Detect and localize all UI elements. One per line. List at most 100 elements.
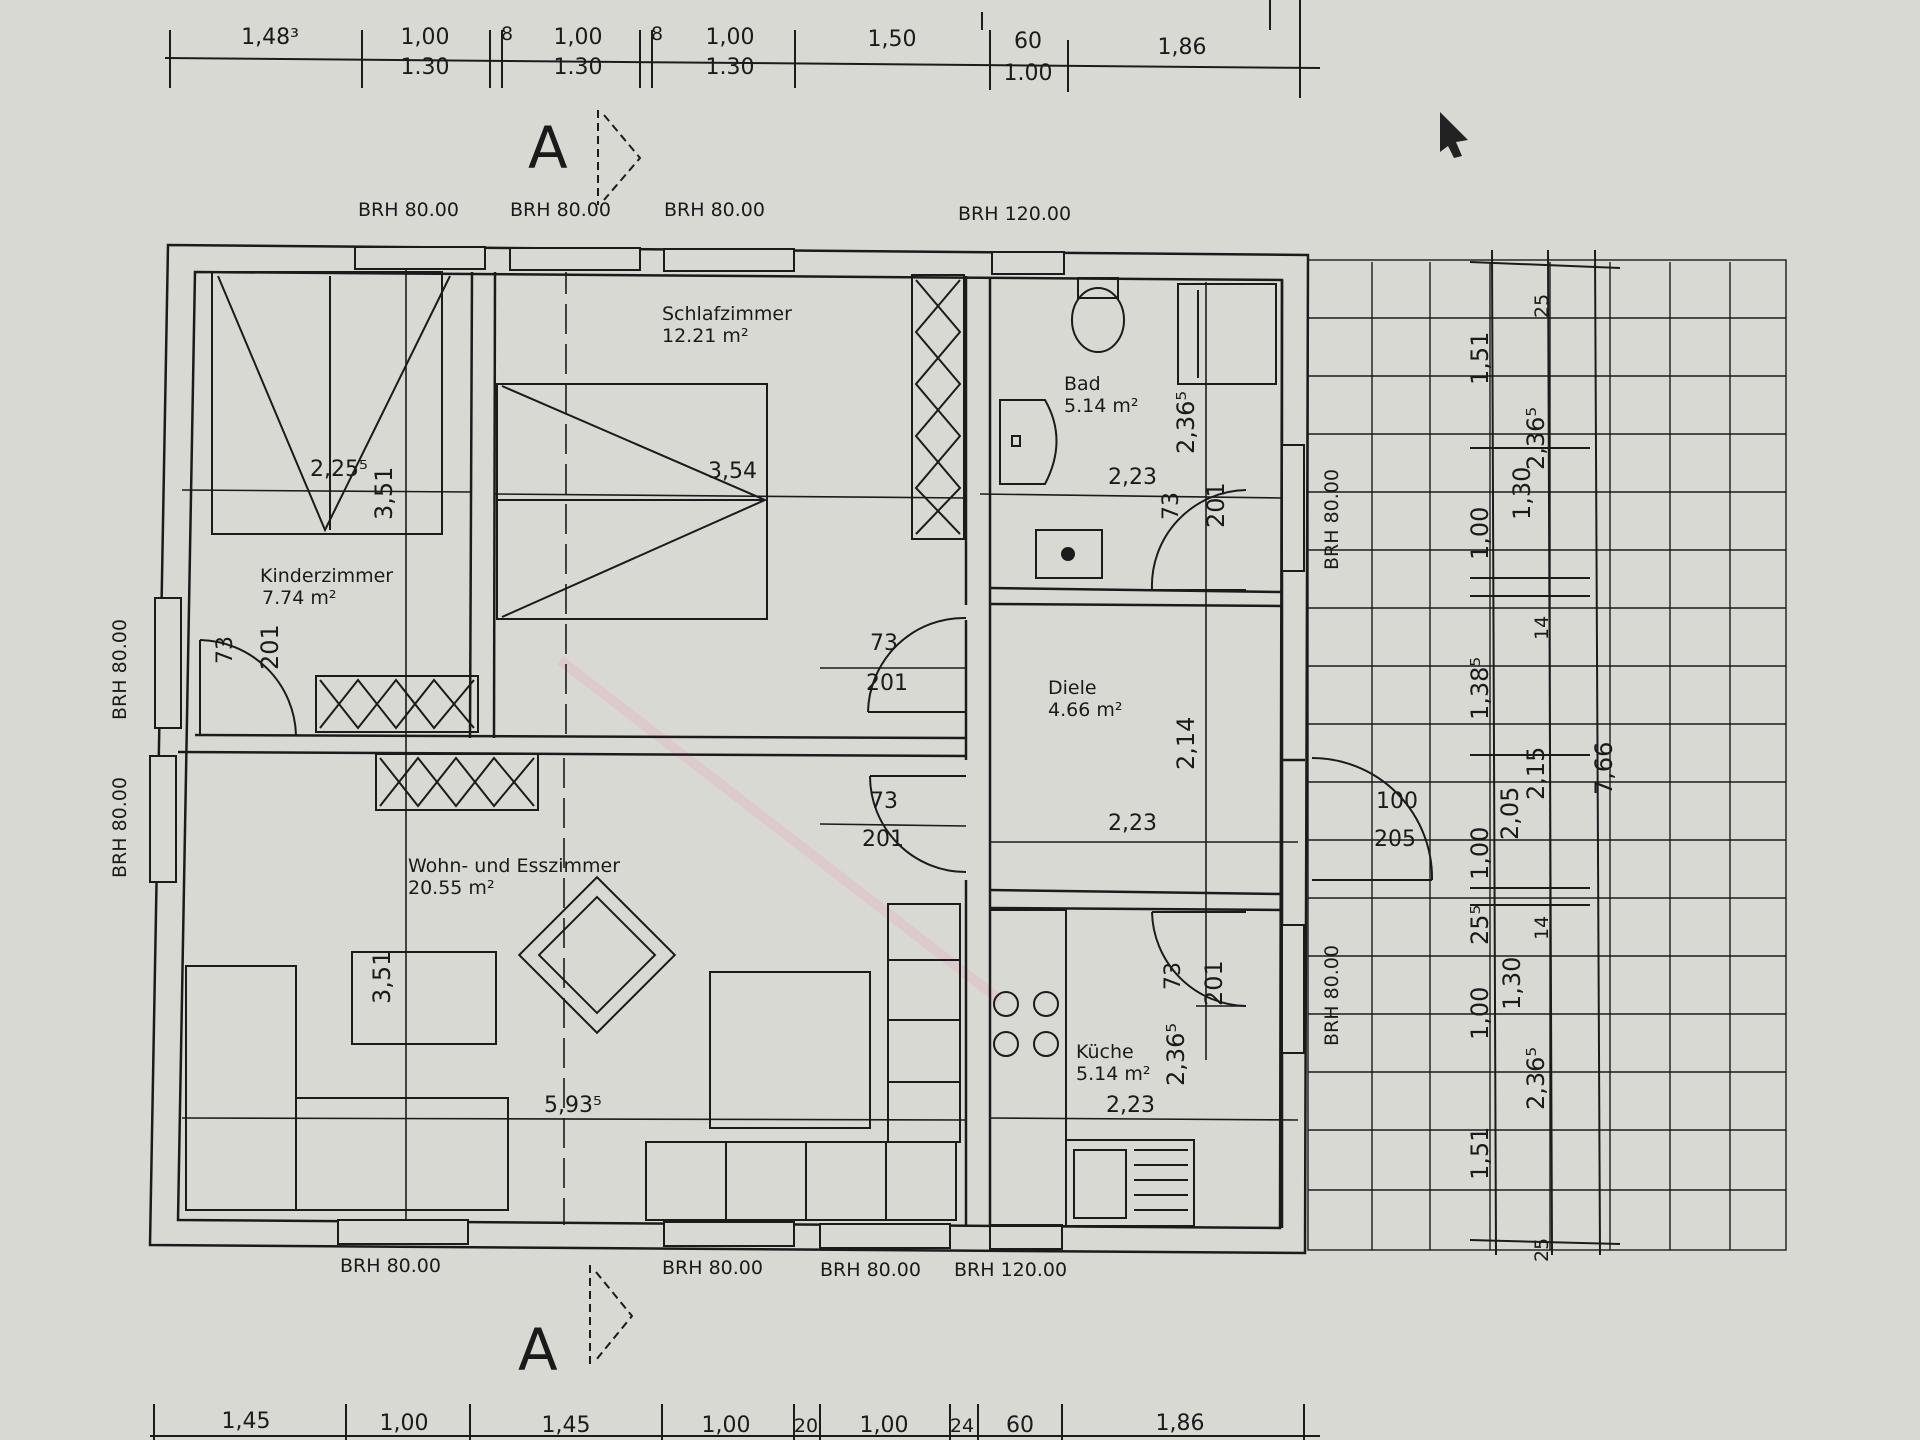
right-dim-5: 14: [1531, 616, 1553, 640]
top-dim-2: 1,00: [401, 25, 450, 50]
dim-wohn-door-b: 201: [862, 827, 904, 852]
dim-wohn-height: 3,51: [368, 951, 396, 1004]
right-dim-total: 7,66: [1590, 742, 1618, 795]
dim-kinder-height: 3,51: [370, 467, 398, 520]
section-arrow-bottom: [589, 1265, 634, 1368]
inner-dimension-lines: [181, 270, 1299, 1225]
room-area-wohn-esszimmer: 20.55 m²: [408, 877, 495, 899]
brh-left-2: BRH 80.00: [109, 777, 131, 878]
top-dim-3: 8: [501, 23, 513, 45]
right-dim-3: 1,30: [1508, 467, 1536, 520]
bottom-dim-9: 1,86: [1156, 1411, 1205, 1436]
top-dim-sub-4: 1.00: [1004, 61, 1053, 86]
brh-top-2: BRH 80.00: [510, 199, 611, 221]
dim-bad-height: 2,36⁵: [1172, 391, 1200, 454]
dim-kinder-width: 2,25⁵: [310, 457, 368, 482]
room-name-diele: Diele: [1048, 677, 1097, 699]
right-dim-15: 2,36⁵: [1522, 1047, 1550, 1110]
terrace-grid: [1307, 259, 1787, 1251]
right-dim-10: 1,00: [1466, 827, 1494, 880]
section-arrow-top: [597, 110, 642, 205]
top-dim-sub-3: 1.30: [706, 55, 755, 80]
right-dim-6: 1,38⁵: [1466, 657, 1494, 720]
dim-wohn-door-a: 73: [870, 789, 898, 814]
dim-kinder-door-a: 73: [213, 636, 238, 664]
room-name-bad: Bad: [1064, 373, 1101, 395]
right-dim-2: 2,36⁵: [1522, 407, 1550, 470]
bottom-dim-4: 1,00: [702, 1413, 751, 1438]
brh-bottom-1: BRH 80.00: [340, 1255, 441, 1277]
section-mark-top: A: [528, 114, 568, 182]
room-name-schlafzimmer: Schlafzimmer: [662, 303, 792, 325]
right-dim-12: 14: [1531, 916, 1553, 940]
screen-glare: [556, 656, 1004, 1004]
top-dim-7: 1,50: [868, 27, 917, 52]
bottom-dim-2: 1,00: [380, 1411, 429, 1436]
dim-entry-b: 205: [1374, 827, 1416, 852]
room-area-kueche: 5.14 m²: [1076, 1063, 1150, 1085]
bottom-dim-7: 24: [950, 1415, 974, 1437]
brh-bottom-2: BRH 80.00: [662, 1257, 763, 1279]
section-mark-bottom: A: [518, 1316, 558, 1384]
dim-kueche-height: 2,36⁵: [1162, 1023, 1190, 1086]
top-dim-sub-1: 1.30: [401, 55, 450, 80]
dim-schlaf-door-a: 73: [870, 631, 898, 656]
dim-kinder-door-b: 201: [256, 624, 284, 670]
dim-bad-door-b: 201: [1202, 482, 1230, 528]
room-name-wohn-esszimmer: Wohn- und Esszimmer: [408, 855, 620, 877]
bottom-dim-3: 1,45: [542, 1413, 591, 1438]
dim-diele-height: 2,14: [1172, 717, 1200, 770]
dim-entry-a: 100: [1376, 789, 1418, 814]
right-dim-1: 1,51: [1466, 332, 1494, 385]
top-dim-9: 1,86: [1158, 35, 1207, 60]
bottom-dim-6: 1,00: [860, 1413, 909, 1438]
top-dim-sub-2: 1.30: [554, 55, 603, 80]
room-name-kinderzimmer: Kinderzimmer: [260, 565, 393, 587]
windows: [149, 246, 1305, 1250]
dim-schlaf-width: 3,54: [708, 459, 757, 484]
dim-schlaf-door-b: 201: [866, 671, 908, 696]
bottom-dim-1: 1,45: [222, 1409, 271, 1434]
right-dim-bottom: 25: [1531, 1238, 1553, 1262]
right-dim-4: 1,00: [1466, 507, 1494, 560]
brh-right-1: BRH 80.00: [1321, 469, 1343, 570]
right-dim-14: 1,00: [1466, 987, 1494, 1040]
dim-bad-width: 2,23: [1108, 465, 1157, 490]
brh-right-2: BRH 80.00: [1321, 945, 1343, 1046]
dim-bad-door-a: 73: [1159, 492, 1184, 520]
room-area-kinderzimmer: 7.74 m²: [262, 587, 336, 609]
top-dim-1: 1,48³: [241, 25, 299, 50]
dim-kueche-door-a: 73: [1161, 962, 1186, 990]
right-dim-7: 2,15: [1522, 747, 1550, 800]
right-dim-13: 1,30: [1498, 957, 1526, 1010]
right-dim-8: 2,05: [1496, 787, 1524, 840]
top-dimension-chain: [164, 0, 1321, 98]
brh-top-3: BRH 80.00: [664, 199, 765, 221]
dim-wohn-width: 5,93⁵: [544, 1093, 602, 1118]
bottom-dim-5: 20: [794, 1415, 818, 1437]
top-dim-4: 1,00: [554, 25, 603, 50]
room-area-schlafzimmer: 12.21 m²: [662, 325, 749, 347]
brh-bottom-4: BRH 120.00: [954, 1259, 1067, 1281]
mouse-cursor-icon: [1440, 112, 1468, 158]
right-dimension-chain: [1469, 249, 1621, 1256]
brh-left-1: BRH 80.00: [109, 619, 131, 720]
furniture: [185, 271, 1277, 1227]
room-area-diele: 4.66 m²: [1048, 699, 1122, 721]
right-dim-11: 25⁵: [1466, 905, 1494, 945]
room-name-kueche: Küche: [1076, 1041, 1134, 1063]
dim-kueche-width: 2,23: [1106, 1093, 1155, 1118]
bottom-dim-8: 60: [1006, 1413, 1034, 1438]
dim-kueche-door-b: 201: [1200, 960, 1228, 1006]
dim-diele-width: 2,23: [1108, 811, 1157, 836]
top-dim-5: 8: [651, 23, 663, 45]
room-area-bad: 5.14 m²: [1064, 395, 1138, 417]
doors: [199, 489, 1434, 1007]
brh-top-1: BRH 80.00: [358, 199, 459, 221]
right-dim-16: 1,51: [1466, 1127, 1494, 1180]
brh-top-4: BRH 120.00: [958, 203, 1071, 225]
right-dim-top: 25: [1531, 294, 1553, 318]
bottom-dimension-chain: [150, 1404, 1320, 1440]
top-dim-8: 60: [1014, 29, 1042, 54]
